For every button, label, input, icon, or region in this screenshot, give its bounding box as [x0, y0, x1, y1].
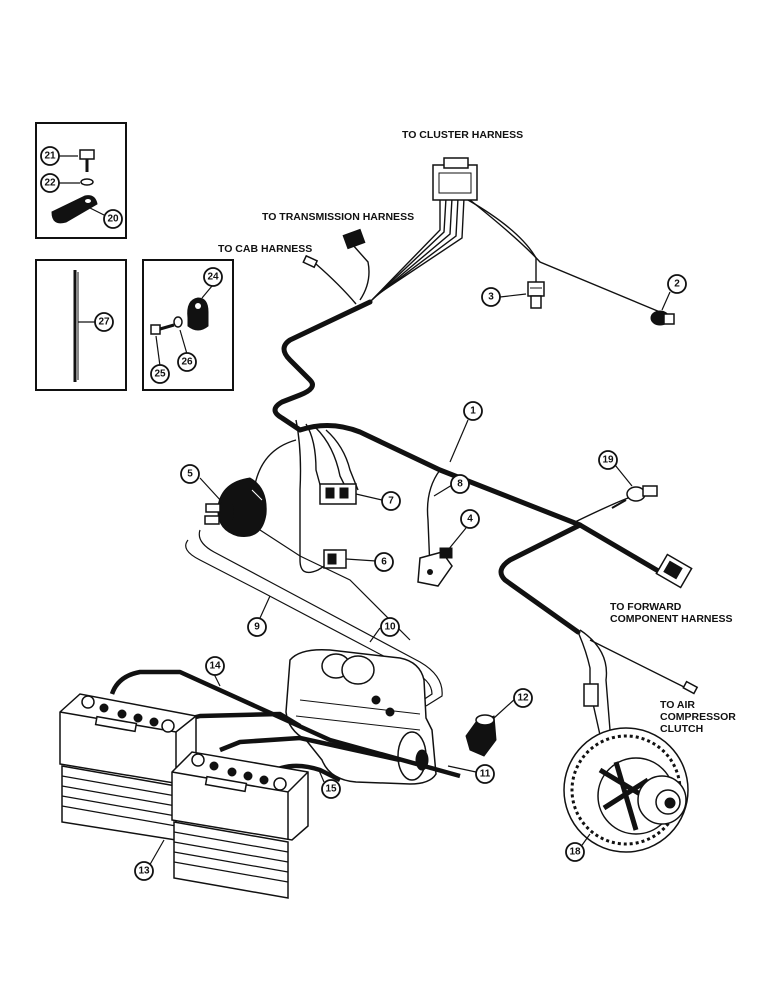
callout-11: 11	[475, 764, 495, 784]
callout-12-text: 12	[517, 693, 529, 704]
main-harness	[253, 197, 691, 736]
label-air-line3: CLUTCH	[660, 723, 703, 735]
battery-rear	[59, 693, 197, 841]
callout-13-text: 13	[138, 866, 150, 877]
callout-20: 20	[103, 209, 123, 229]
label-forward-line1: TO FORWARD	[610, 601, 682, 613]
component-12	[465, 714, 497, 757]
cab-harness-end	[302, 254, 319, 269]
callout-5: 5	[180, 464, 200, 484]
callout-3: 3	[481, 287, 501, 307]
callout-6: 6	[374, 552, 394, 572]
callout-8-text: 8	[457, 479, 463, 490]
callout-22-text: 22	[44, 178, 56, 189]
battery-front	[171, 751, 309, 899]
callout-10: 10	[380, 617, 400, 637]
callout-14-text: 14	[209, 661, 221, 672]
callout-18: 18	[565, 842, 585, 862]
callout-2-text: 2	[674, 279, 680, 290]
callout-1: 1	[463, 401, 483, 421]
alternator-18	[563, 683, 689, 853]
callout-7: 7	[381, 491, 401, 511]
callout-1-text: 1	[470, 406, 476, 417]
callout-3-text: 3	[488, 292, 494, 303]
inset-box-clamp	[142, 259, 234, 391]
cable-9-10	[185, 529, 443, 707]
relay-5	[204, 477, 267, 538]
callout-22: 22	[40, 173, 60, 193]
callout-9-text: 9	[254, 622, 260, 633]
callout-4: 4	[460, 509, 480, 529]
callout-12: 12	[513, 688, 533, 708]
callout-7-text: 7	[388, 496, 394, 507]
callout-6-text: 6	[381, 557, 387, 568]
callout-11-text: 11	[480, 769, 491, 780]
label-air-line1: TO AIR	[660, 699, 695, 711]
callout-2: 2	[667, 274, 687, 294]
label-forward-line2: COMPONENT HARNESS	[610, 613, 733, 625]
callout-9: 9	[247, 617, 267, 637]
sender-19	[611, 485, 658, 509]
leader-lines	[58, 155, 671, 869]
callout-15: 15	[321, 779, 341, 799]
relay-7	[319, 483, 357, 505]
callout-14: 14	[205, 656, 225, 676]
callout-4-text: 4	[467, 514, 473, 525]
inset-box-fastener-kit	[35, 122, 127, 239]
label-to-cluster-harness: TO CLUSTER HARNESS	[402, 129, 523, 141]
callout-25-text: 25	[154, 369, 166, 380]
callout-15-text: 15	[325, 784, 337, 795]
inset-box-strap	[35, 259, 127, 391]
callout-24-text: 24	[207, 272, 219, 283]
label-air-line2: COMPRESSOR	[660, 711, 736, 723]
callout-20-text: 20	[107, 214, 119, 225]
callout-27-text: 27	[98, 317, 110, 328]
callout-5-text: 5	[187, 469, 193, 480]
callout-13: 13	[134, 861, 154, 881]
callout-19-text: 19	[602, 455, 614, 466]
starter-motor	[285, 648, 437, 785]
sender-2	[650, 310, 675, 326]
callout-25: 25	[150, 364, 170, 384]
sender-3	[527, 281, 545, 309]
callout-24: 24	[203, 267, 223, 287]
callout-26-text: 26	[181, 357, 193, 368]
callout-19: 19	[598, 450, 618, 470]
air-compressor-end	[682, 680, 699, 695]
callout-27: 27	[94, 312, 114, 332]
callout-18-text: 18	[569, 847, 581, 858]
component-4	[417, 547, 453, 587]
callout-10-text: 10	[384, 622, 396, 633]
cluster-connector	[432, 157, 478, 201]
forward-harness-connector	[655, 553, 693, 589]
relay-6	[323, 549, 347, 569]
callout-21: 21	[40, 146, 60, 166]
label-to-transmission-harness: TO TRANSMISSION HARNESS	[262, 211, 414, 223]
callout-8: 8	[450, 474, 470, 494]
label-to-cab-harness: TO CAB HARNESS	[218, 243, 312, 255]
callout-26: 26	[177, 352, 197, 372]
transmission-connector	[342, 228, 366, 250]
harness-labels: TO CLUSTER HARNESS TO TRANSMISSION HARNE…	[218, 129, 736, 735]
callout-21-text: 21	[44, 151, 56, 162]
